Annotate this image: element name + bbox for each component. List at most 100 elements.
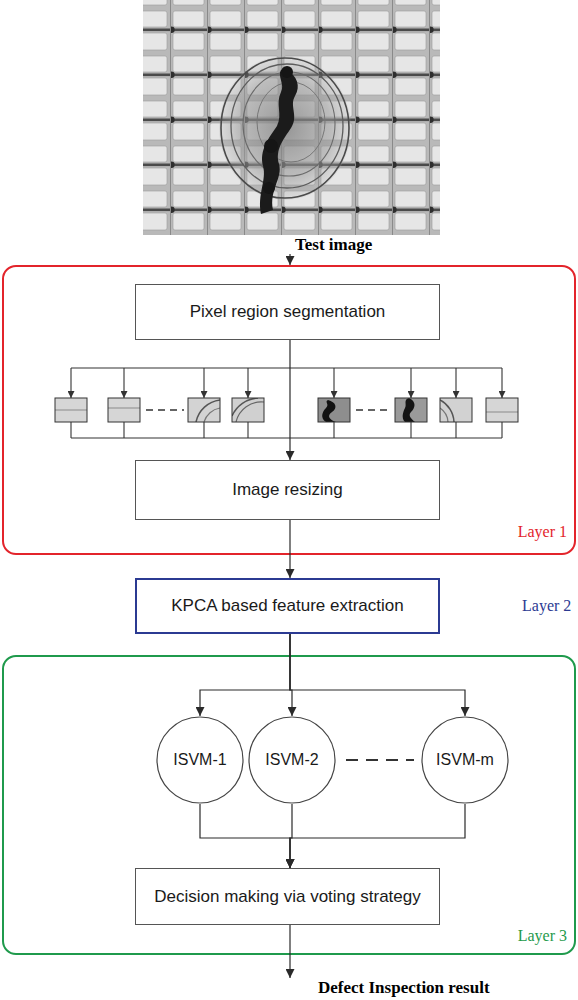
result-node: Defect Inspection result bbox=[282, 978, 542, 999]
flow-arrow bbox=[289, 925, 290, 978]
split-wire bbox=[410, 368, 411, 398]
patch-border bbox=[395, 398, 427, 422]
split-wire bbox=[247, 368, 248, 398]
patch-blob bbox=[403, 398, 415, 422]
process-box: Decision making via voting strategy bbox=[135, 868, 440, 925]
box-label: Pixel region segmentation bbox=[190, 302, 386, 322]
defect-region bbox=[219, 56, 351, 214]
patch-line bbox=[108, 408, 140, 409]
patch-borders bbox=[55, 398, 518, 422]
defect-spot bbox=[264, 139, 278, 153]
patch-fill bbox=[232, 398, 264, 422]
patch-border bbox=[440, 398, 472, 422]
patch-ring bbox=[204, 408, 220, 422]
split-wire bbox=[501, 368, 502, 398]
image-patch bbox=[188, 398, 220, 422]
result-label: Defect Inspection result bbox=[318, 978, 490, 998]
layer-label: Layer 2 bbox=[522, 597, 571, 615]
layer-box: Layer 1 Pixel region segmentationImage re… bbox=[2, 265, 576, 555]
split-wire bbox=[71, 367, 502, 368]
circle-shape bbox=[249, 717, 335, 803]
box-label: Decision making via voting strategy bbox=[154, 887, 420, 907]
merge-wire bbox=[70, 422, 71, 438]
patch-border bbox=[108, 398, 140, 422]
layer-label: Layer 3 bbox=[518, 927, 567, 945]
patch-fill bbox=[395, 398, 427, 422]
merge-wire bbox=[123, 422, 124, 438]
circle-label: ISVM-m bbox=[436, 751, 494, 769]
pixel-grid bbox=[143, 0, 440, 235]
patch-line bbox=[55, 410, 87, 411]
image-patch bbox=[440, 398, 472, 422]
patch-fill bbox=[440, 398, 472, 422]
process-box: Image resizing bbox=[135, 460, 440, 520]
image-patch bbox=[486, 398, 518, 422]
circle-label: ISVM-2 bbox=[265, 751, 318, 769]
merge-wire bbox=[247, 422, 248, 438]
image-caption: Test image bbox=[295, 235, 372, 255]
merge-wire bbox=[410, 422, 411, 438]
patch-fill bbox=[486, 398, 518, 422]
merge-wire bbox=[501, 422, 502, 438]
flow-arrow bbox=[200, 804, 290, 868]
flow-arrow bbox=[290, 804, 292, 868]
circle-shape bbox=[157, 717, 243, 803]
split-wire bbox=[455, 368, 456, 398]
test-image-illustration bbox=[143, 0, 440, 235]
circle-shape bbox=[422, 717, 508, 803]
layer-box: Layer 3 ISVM-1 ISVM-2 ISVM-mDecision making… bbox=[2, 655, 576, 955]
patch-ring bbox=[236, 402, 264, 422]
flow-arrow bbox=[290, 804, 465, 868]
defect-spot bbox=[281, 66, 293, 78]
ellipsis-dash bbox=[346, 759, 414, 761]
process-box: Pixel region segmentation bbox=[135, 284, 440, 340]
defect-blob bbox=[260, 70, 298, 214]
patch-fill bbox=[188, 398, 220, 422]
patch-fill bbox=[108, 398, 140, 422]
patch-border bbox=[232, 398, 264, 422]
flow-arrow bbox=[200, 634, 290, 716]
image-patch bbox=[232, 398, 264, 422]
merge-wire bbox=[203, 422, 204, 438]
patch-fill bbox=[318, 398, 350, 422]
ellipsis-dashes bbox=[146, 410, 414, 760]
split-wire bbox=[123, 368, 124, 398]
classifier-circle: ISVM-1 bbox=[156, 716, 244, 804]
split-wires bbox=[71, 368, 502, 438]
split-wire bbox=[333, 368, 334, 398]
ellipsis-dash bbox=[146, 409, 184, 410]
patch-ring bbox=[440, 400, 454, 422]
image-patch bbox=[55, 398, 87, 422]
patch-fill bbox=[55, 398, 87, 422]
image-patch bbox=[108, 398, 140, 422]
patch-ring bbox=[196, 400, 220, 422]
flow-arrow bbox=[289, 340, 290, 460]
flow-arrow bbox=[290, 634, 292, 716]
classifier-circle: ISVM-2 bbox=[248, 716, 336, 804]
feature-box: KPCA based feature extractionLayer 2 bbox=[135, 578, 440, 634]
box-label: KPCA based feature extraction bbox=[171, 596, 403, 616]
circle-label: ISVM-1 bbox=[173, 751, 226, 769]
merge-wire bbox=[333, 422, 334, 438]
image-patch bbox=[318, 398, 350, 422]
defect-spot bbox=[263, 182, 275, 194]
split-wire bbox=[70, 368, 71, 398]
layer-label: Layer 1 bbox=[518, 523, 567, 541]
flow-arrow bbox=[289, 254, 290, 265]
patch-line bbox=[486, 412, 518, 413]
merge-wire bbox=[455, 422, 456, 438]
patch-border bbox=[55, 398, 87, 422]
test-image-node: Test image bbox=[143, 0, 440, 254]
classifier-circle: ISVM-m bbox=[421, 716, 509, 804]
merge-wire bbox=[71, 437, 502, 438]
flow-arrow bbox=[290, 634, 465, 716]
image-patch bbox=[395, 398, 427, 422]
flow-arrow bbox=[289, 520, 290, 578]
box-label: Image resizing bbox=[232, 480, 343, 500]
patch-blob bbox=[322, 400, 336, 422]
patch-border bbox=[486, 398, 518, 422]
patch-border bbox=[188, 398, 220, 422]
ellipsis-dash bbox=[356, 409, 392, 410]
